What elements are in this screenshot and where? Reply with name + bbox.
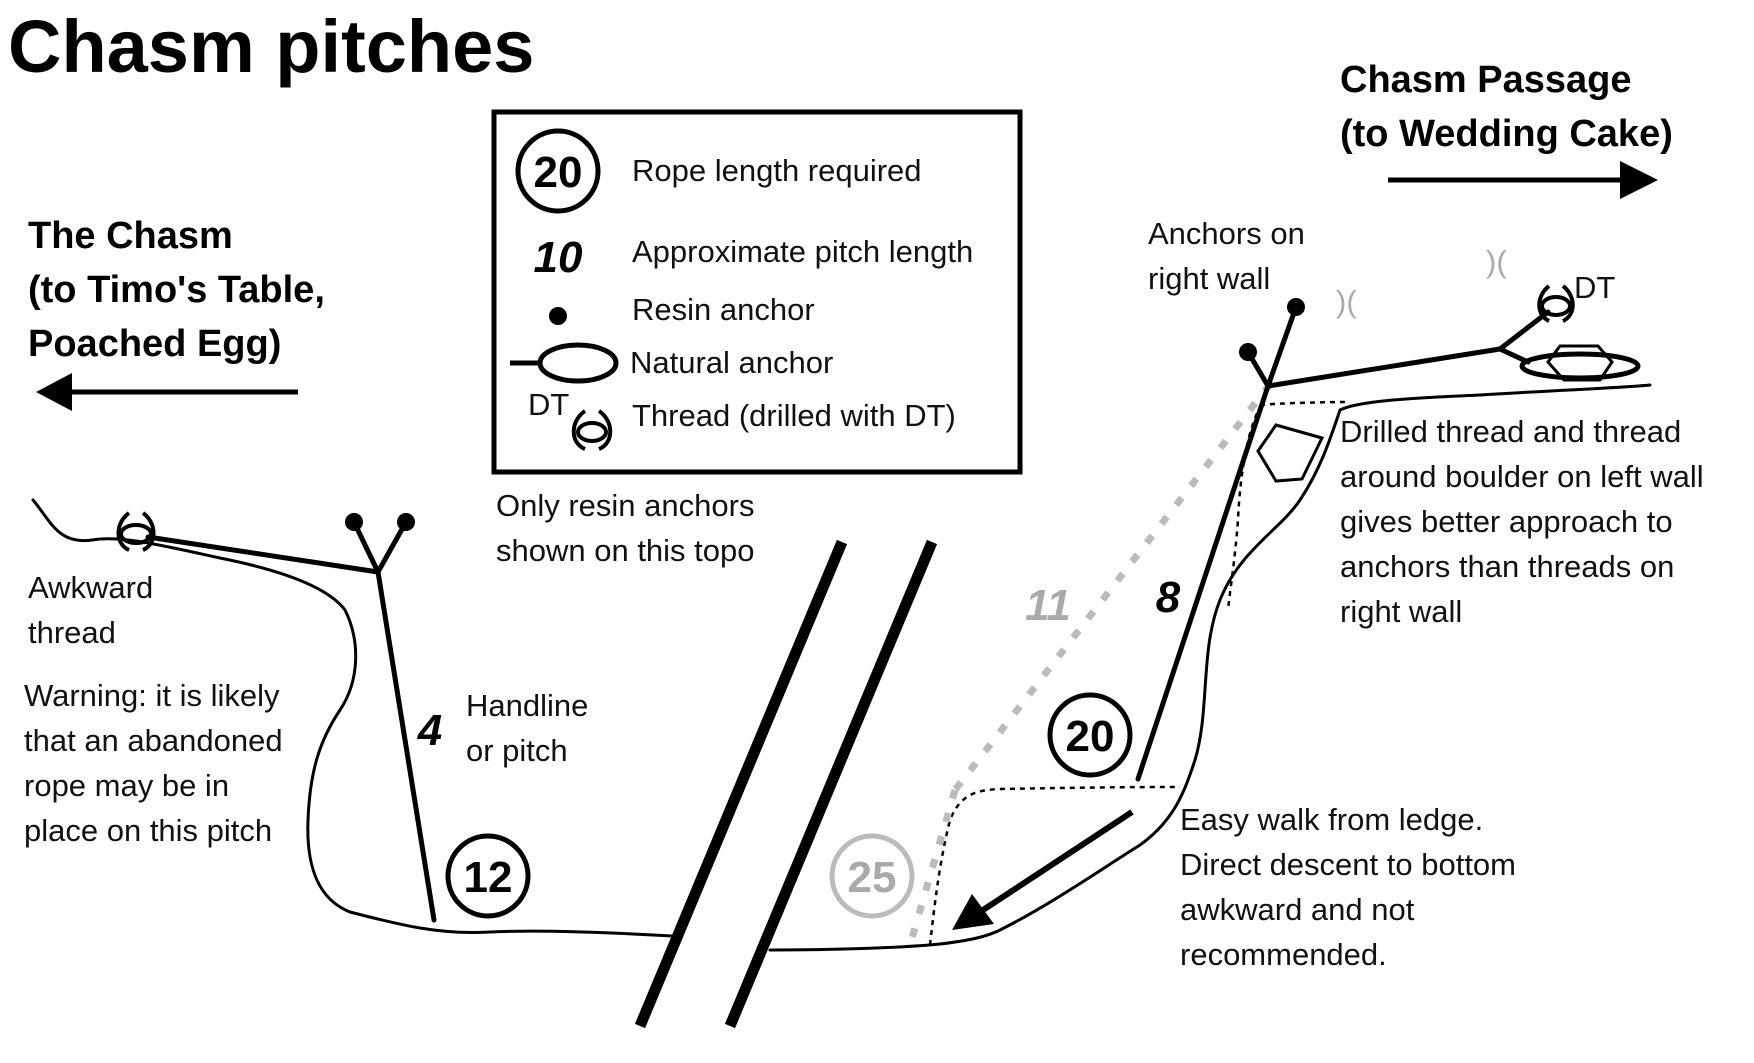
right-cave-floor xyxy=(768,383,1652,952)
anchors-right-wall-line2: right wall xyxy=(1148,261,1270,296)
warning-line1: Warning: it is likely xyxy=(24,678,280,713)
anchors-right-wall-note: Anchors on right wall xyxy=(1148,216,1305,296)
legend-item-resin-anchor: Resin anchor xyxy=(549,292,815,327)
right-rope-length: 20 xyxy=(1066,712,1115,761)
easy-walk-line1: Easy walk from ledge. xyxy=(1180,802,1483,837)
legend-thread-label: Thread (drilled with DT) xyxy=(632,398,956,433)
traverse-rope xyxy=(1265,346,1503,389)
right-direction-line1: Chasm Passage xyxy=(1340,59,1632,101)
left-wall-boulder xyxy=(1256,423,1325,483)
direct-rope-length: 25 xyxy=(848,853,897,902)
right-pitch-length: 8 xyxy=(1156,573,1181,622)
left-arrow-icon xyxy=(36,373,298,411)
easy-walk-note: Easy walk from ledge. Direct descent to … xyxy=(1180,802,1516,972)
left-direction-line2: (to Timo's Table, xyxy=(28,269,325,311)
boulder-thread-icon xyxy=(1519,351,1641,381)
warning-line4: place on this pitch xyxy=(24,813,272,848)
legend-box xyxy=(491,109,1023,475)
handline-line1: Handline xyxy=(466,688,588,723)
legend-pitch-length-symbol: 10 xyxy=(534,233,583,282)
break-line-1 xyxy=(634,539,848,1029)
resin-only-note-line1: Only resin anchors xyxy=(496,488,754,523)
drilled-thread-line4: anchors than threads on xyxy=(1340,549,1674,584)
thread-icon xyxy=(571,409,613,451)
right-direction: Chasm Passage (to Wedding Cake) xyxy=(1340,59,1673,199)
left-direction-line3: Poached Egg) xyxy=(28,323,281,365)
warning-line3: rope may be in xyxy=(24,768,229,803)
right-wall-thread-icon: )( xyxy=(1486,244,1507,279)
warning-note: Warning: it is likely that an abandoned … xyxy=(24,678,283,848)
awkward-thread-icon xyxy=(116,511,156,552)
easy-walk-line3: awkward and not xyxy=(1180,892,1415,927)
handline-line2: or pitch xyxy=(466,733,568,768)
warning-line2: that an abandoned xyxy=(24,723,283,758)
legend-natural-anchor-label: Natural anchor xyxy=(630,345,833,380)
left-direction: The Chasm (to Timo's Table, Poached Egg) xyxy=(28,215,325,411)
awkward-thread-label-line1: Awkward xyxy=(28,570,153,605)
left-cave-wall xyxy=(31,498,674,938)
legend-item-pitch-length: 10 Approximate pitch length xyxy=(534,233,974,282)
walk-arrow-icon xyxy=(952,809,1134,930)
right-anchor-sling-2 xyxy=(1265,304,1299,389)
left-anchor-sling-1 xyxy=(351,519,381,575)
resin-only-note: Only resin anchors shown on this topo xyxy=(496,488,755,568)
resin-anchor-icon xyxy=(345,513,363,531)
left-pitch-rope xyxy=(375,569,437,923)
easy-walk-line2: Direct descent to bottom xyxy=(1180,847,1516,882)
legend-dt-label: DT xyxy=(528,387,569,422)
right-rope-length-circle xyxy=(1047,692,1133,778)
resin-only-note-line2: shown on this topo xyxy=(496,533,755,568)
break-line-2 xyxy=(724,539,938,1029)
anchors-right-wall-line1: Anchors on xyxy=(1148,216,1305,251)
direct-rope-length-circle xyxy=(829,833,915,919)
rope-length-circle-icon xyxy=(515,128,601,214)
resin-anchor-icon xyxy=(397,513,415,531)
resin-anchor-icon xyxy=(549,307,567,325)
page-title: Chasm pitches xyxy=(8,5,534,88)
drilled-thread-line2: around boulder on left wall xyxy=(1340,459,1704,494)
drilled-thread-line1: Drilled thread and thread xyxy=(1340,414,1681,449)
left-chasm-section: 4 12 Awkward thread Warning: it is likel… xyxy=(24,498,674,938)
drilled-thread-icon xyxy=(1537,284,1575,323)
right-pitch-rope xyxy=(1135,383,1271,782)
right-chasm-section: DT )( )( 8 11 20 25 Anchors on right wal… xyxy=(768,216,1704,972)
legend-item-rope-length: 20 Rope length required xyxy=(515,128,922,214)
easy-walk-line4: recommended. xyxy=(1180,937,1387,972)
left-thread-rope xyxy=(145,534,381,575)
natural-anchor-icon xyxy=(510,342,619,384)
resin-anchor-icon xyxy=(1239,343,1257,361)
lower-ledge-dashed-outline xyxy=(928,785,1181,946)
left-rope-length-circle xyxy=(445,833,531,919)
left-rope-length: 12 xyxy=(464,853,513,902)
awkward-thread-label-line2: thread xyxy=(28,615,116,650)
left-pitch-length: 4 xyxy=(417,706,442,755)
legend-item-natural-anchor: Natural anchor xyxy=(510,342,833,384)
drilled-thread-line5: right wall xyxy=(1340,594,1462,629)
left-direction-line1: The Chasm xyxy=(28,215,233,257)
right-wall-thread-icon: )( xyxy=(1336,284,1357,319)
break-lines xyxy=(634,539,938,1029)
boulder-sling xyxy=(1497,346,1531,365)
legend-item-thread: DT Thread (drilled with DT) xyxy=(528,387,956,451)
resin-anchor-icon xyxy=(1287,298,1305,316)
legend-pitch-length-label: Approximate pitch length xyxy=(632,234,973,269)
dt-label: DT xyxy=(1574,270,1615,305)
direct-descent-lower-line xyxy=(906,789,959,946)
legend-resin-anchor-label: Resin anchor xyxy=(632,292,815,327)
right-direction-line2: (to Wedding Cake) xyxy=(1340,113,1673,155)
direct-pitch-length: 11 xyxy=(1025,581,1071,630)
handline-note: Handline or pitch xyxy=(466,688,588,768)
drilled-thread-note: Drilled thread and thread around boulder… xyxy=(1340,414,1704,629)
legend-rope-length-label: Rope length required xyxy=(632,153,922,188)
left-anchor-sling-2 xyxy=(375,519,409,575)
legend: 20 Rope length required 10 Approximate p… xyxy=(491,109,1023,475)
legend-rope-length-symbol: 20 xyxy=(534,148,583,197)
drilled-thread-line3: gives better approach to xyxy=(1340,504,1673,539)
dt-sling xyxy=(1497,309,1551,352)
right-arrow-icon xyxy=(1388,161,1658,199)
